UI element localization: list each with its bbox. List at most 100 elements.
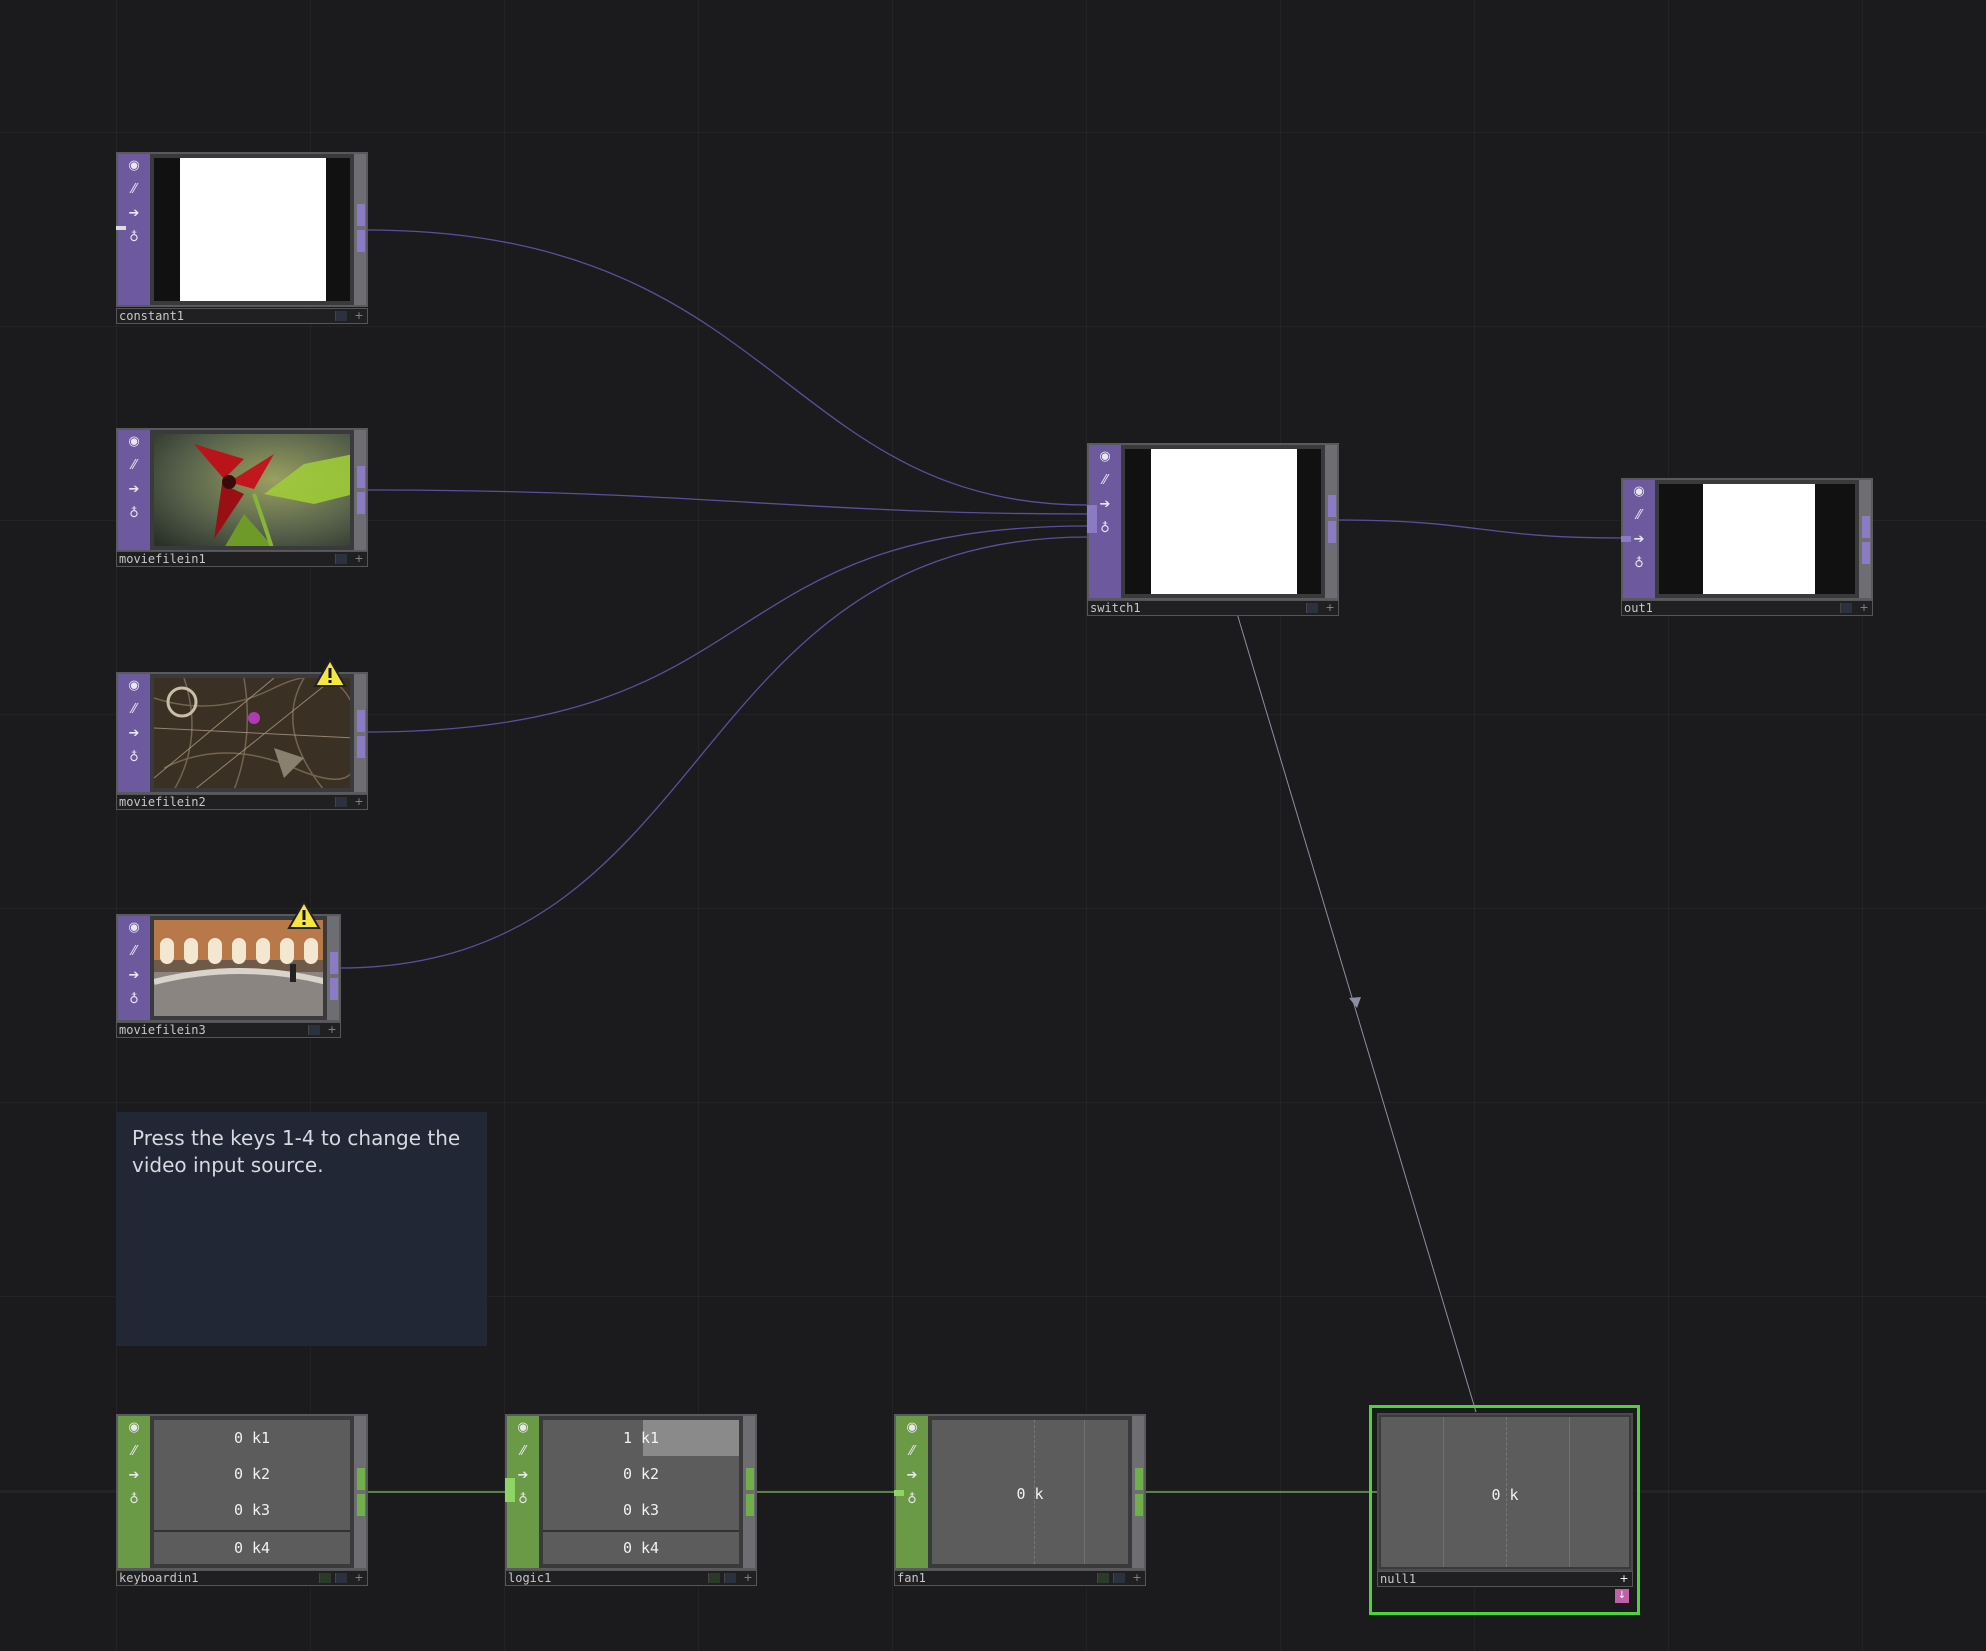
viewer-toggle[interactable]: [1306, 603, 1318, 613]
viewer-icon[interactable]: ◉: [906, 1420, 918, 1435]
viewer-toggle[interactable]: [724, 1573, 736, 1583]
viewer-icon[interactable]: ◉: [1633, 484, 1645, 499]
comment-box[interactable]: Press the keys 1-4 to change the video i…: [116, 1112, 487, 1346]
lock-icon[interactable]: ♁: [129, 750, 139, 765]
node-name-bar[interactable]: moviefilein1 +: [116, 551, 368, 567]
output-connector[interactable]: [354, 430, 366, 550]
viewer-icon[interactable]: ◉: [128, 158, 140, 173]
input-connector[interactable]: [116, 226, 126, 230]
export-icon[interactable]: ➔: [128, 726, 140, 741]
bypass-icon[interactable]: ⁄⁄: [131, 1444, 137, 1459]
plus-icon[interactable]: +: [354, 309, 364, 322]
export-icon[interactable]: ➔: [128, 206, 140, 221]
bypass-icon[interactable]: ⁄⁄: [131, 944, 137, 959]
export-icon[interactable]: ➔: [906, 1468, 918, 1483]
viewer-icon[interactable]: ◉: [128, 678, 140, 693]
export-icon[interactable]: ➔: [1633, 532, 1645, 547]
viewer-toggle[interactable]: [335, 311, 347, 321]
bypass-icon[interactable]: ⁄⁄: [909, 1444, 915, 1459]
lock-icon[interactable]: ♁: [907, 1492, 917, 1507]
warning-icon[interactable]: [287, 900, 321, 930]
input-connector[interactable]: [894, 1490, 904, 1496]
plus-icon[interactable]: +: [743, 1571, 753, 1584]
plus-icon[interactable]: +: [354, 795, 364, 808]
export-icon[interactable]: ➔: [1099, 497, 1111, 512]
export-icon[interactable]: ➔: [128, 482, 140, 497]
lock-icon[interactable]: ♁: [129, 992, 139, 1007]
viewer-toggle[interactable]: [335, 797, 347, 807]
lock-icon[interactable]: ♁: [518, 1492, 528, 1507]
viewer-toggle[interactable]: [1097, 1573, 1109, 1583]
input-connector[interactable]: [1087, 505, 1097, 533]
wire-switch1-out1[interactable]: [1337, 519, 1623, 539]
node-name-bar[interactable]: out1 +: [1621, 600, 1873, 616]
plus-icon[interactable]: +: [1859, 601, 1869, 614]
viewer-toggle[interactable]: [335, 554, 347, 564]
plus-icon[interactable]: +: [354, 552, 364, 565]
plus-icon[interactable]: +: [354, 1571, 364, 1584]
lock-icon[interactable]: ♁: [129, 230, 139, 245]
wire-moviefilein2-switch1[interactable]: [365, 525, 1089, 733]
output-connector[interactable]: [327, 916, 339, 1020]
export-icon[interactable]: ➔: [128, 968, 140, 983]
node-null1[interactable]: 0 k null1 + ↓: [1377, 1413, 1633, 1609]
node-moviefilein1[interactable]: ◉ ⁄⁄ ➔ ♁: [116, 428, 368, 570]
wire-constant1-switch1[interactable]: [365, 229, 1089, 506]
node-name-bar[interactable]: logic1 +: [505, 1570, 757, 1586]
node-keyboardin1[interactable]: ◉ ⁄⁄ ➔ ♁ 0 k1 0 k2 0 k3 0 k4 keyboardin1…: [116, 1414, 368, 1588]
plus-icon[interactable]: +: [1132, 1571, 1142, 1584]
export-flag-icon[interactable]: ↓: [1615, 1589, 1629, 1603]
viewer-icon[interactable]: ◉: [128, 920, 140, 935]
plus-icon[interactable]: +: [1325, 601, 1335, 614]
output-connector[interactable]: [1859, 480, 1871, 598]
node-name-bar[interactable]: moviefilein3 +: [116, 1022, 341, 1038]
viewer-icon[interactable]: ◉: [1099, 449, 1111, 464]
wire-moviefilein1-switch1[interactable]: [365, 489, 1089, 515]
node-name-bar[interactable]: constant1 +: [116, 308, 368, 324]
lock-icon[interactable]: ♁: [129, 506, 139, 521]
plus-icon[interactable]: +: [327, 1023, 337, 1036]
node-name-bar[interactable]: switch1 +: [1087, 600, 1339, 616]
node-constant1[interactable]: ◉ ⁄⁄ ➔ ♁ constant1 +: [116, 152, 368, 325]
lock-icon[interactable]: ♁: [1634, 556, 1644, 571]
input-connector[interactable]: [505, 1478, 515, 1502]
node-name-bar[interactable]: fan1 +: [894, 1570, 1146, 1586]
node-switch1[interactable]: ◉ ⁄⁄ ➔ ♁ switch1 +: [1087, 443, 1339, 618]
node-logic1[interactable]: ◉ ⁄⁄ ➔ ♁ 1 k1 0 k2 0 k3 0 k4 logic1 +: [505, 1414, 757, 1588]
output-connector[interactable]: [1132, 1416, 1144, 1568]
wire-moviefilein3-switch1[interactable]: [338, 536, 1089, 969]
output-connector[interactable]: [354, 154, 366, 305]
bypass-icon[interactable]: ⁄⁄: [1102, 473, 1108, 488]
lock-icon[interactable]: ♁: [129, 1492, 139, 1507]
viewer-toggle[interactable]: [1113, 1573, 1125, 1583]
export-icon[interactable]: ➔: [517, 1468, 529, 1483]
plus-icon[interactable]: +: [1619, 1572, 1629, 1585]
node-name-bar[interactable]: null1 +: [1377, 1571, 1633, 1587]
viewer-toggle[interactable]: [319, 1573, 331, 1583]
bypass-icon[interactable]: ⁄⁄: [131, 702, 137, 717]
node-moviefilein2[interactable]: ◉ ⁄⁄ ➔ ♁: [116, 672, 368, 812]
bypass-icon[interactable]: ⁄⁄: [131, 458, 137, 473]
viewer-icon[interactable]: ◉: [517, 1420, 529, 1435]
bypass-icon[interactable]: ⁄⁄: [1636, 508, 1642, 523]
viewer-toggle[interactable]: [335, 1573, 347, 1583]
warning-icon[interactable]: [313, 658, 347, 688]
output-connector[interactable]: [354, 1416, 366, 1568]
output-connector[interactable]: [1325, 445, 1337, 598]
bypass-icon[interactable]: ⁄⁄: [131, 182, 137, 197]
export-icon[interactable]: ➔: [128, 1468, 140, 1483]
viewer-toggle[interactable]: [1840, 603, 1852, 613]
viewer-toggle[interactable]: [308, 1025, 320, 1035]
output-connector[interactable]: [354, 674, 366, 792]
viewer-toggle[interactable]: [708, 1573, 720, 1583]
node-fan1[interactable]: ◉ ⁄⁄ ➔ ♁ 0 k fan1 +: [894, 1414, 1146, 1588]
lock-icon[interactable]: ♁: [1100, 521, 1110, 536]
node-name-bar[interactable]: moviefilein2 +: [116, 794, 368, 810]
node-moviefilein3[interactable]: ◉ ⁄⁄ ➔ ♁: [116, 914, 341, 1040]
node-name-bar[interactable]: keyboardin1 +: [116, 1570, 368, 1586]
output-connector[interactable]: [743, 1416, 755, 1568]
input-connector[interactable]: [1621, 536, 1631, 542]
viewer-icon[interactable]: ◉: [128, 434, 140, 449]
viewer-icon[interactable]: ◉: [128, 1420, 140, 1435]
bypass-icon[interactable]: ⁄⁄: [520, 1444, 526, 1459]
